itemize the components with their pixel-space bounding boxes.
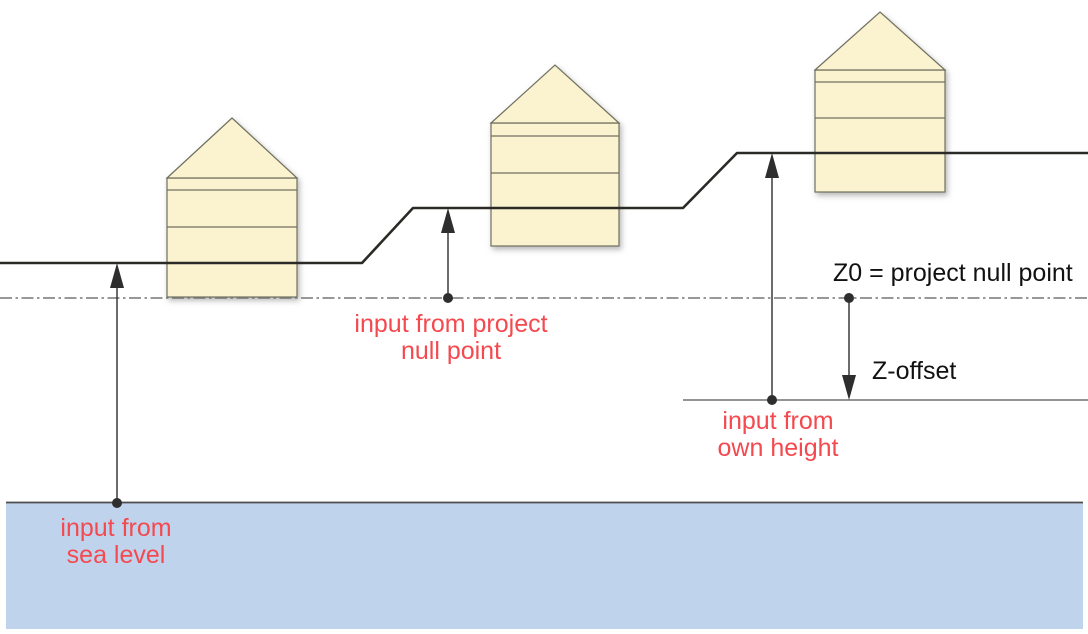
house-1 xyxy=(165,117,299,298)
project-null-arrow xyxy=(441,208,455,303)
project-null-label: input from project null point xyxy=(354,311,547,365)
arrow-down-head xyxy=(842,375,856,400)
house-body xyxy=(814,69,946,193)
sea-level-arrow xyxy=(110,263,124,508)
label-line: input from project xyxy=(354,310,548,338)
sea-level-label: input from sea level xyxy=(60,515,171,569)
house-roof xyxy=(165,117,299,179)
label-line: input from xyxy=(722,407,834,435)
arrow-up-head xyxy=(765,153,779,178)
sea-area xyxy=(6,502,1083,629)
label-line: null point xyxy=(400,337,502,365)
house-2 xyxy=(489,64,621,247)
arrow-origin-dot xyxy=(767,395,777,405)
z0-label: Z0 = project null point xyxy=(833,259,1073,287)
label-line: sea level xyxy=(66,541,166,569)
terrain-line xyxy=(0,151,1088,265)
arrow-origin-dot xyxy=(112,498,122,508)
label-line: own height xyxy=(717,434,839,462)
house-roof xyxy=(489,64,621,124)
house-body xyxy=(166,177,298,298)
label-line: input from xyxy=(60,514,172,542)
arrow-up-head xyxy=(110,263,124,288)
own-height-label: input from own height xyxy=(718,408,839,462)
house-roof xyxy=(813,11,947,71)
z-offset-arrow xyxy=(842,293,856,400)
z-offset-label: Z-offset xyxy=(872,357,957,385)
arrow-origin-dot xyxy=(443,293,453,303)
own-height-arrow xyxy=(765,153,779,405)
arrow-origin-dot xyxy=(844,293,854,303)
house-body xyxy=(490,122,620,247)
house-3 xyxy=(813,11,947,193)
arrow-up-head xyxy=(441,208,455,233)
